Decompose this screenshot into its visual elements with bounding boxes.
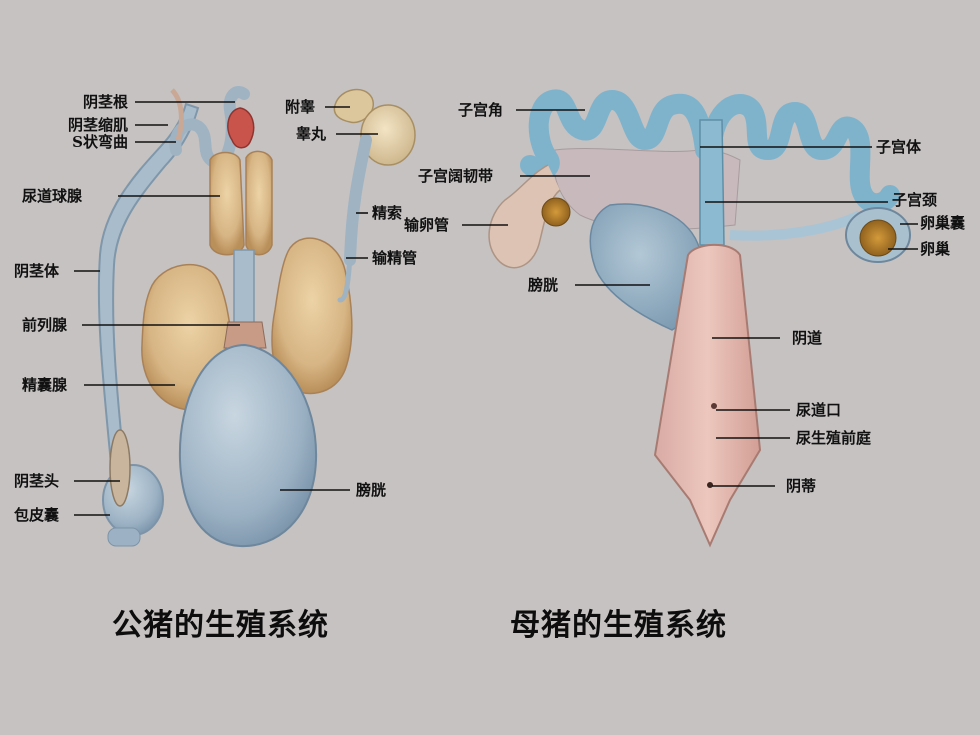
male-anatomy [97,86,416,548]
label-clitoris: 阴蒂 [786,477,817,495]
label-penis-root: 阴茎根 [82,93,128,111]
penis-tip-shape [107,527,141,547]
vas-deferens-shape [337,252,353,303]
leader-lines [74,101,918,516]
male-bladder-shape [178,343,318,548]
testis-shape [360,104,416,166]
label-urethral-orifice: 尿道口 [796,401,842,419]
bulbourethral-gland-right [245,150,273,256]
label-epididymis: 附睾 [285,98,316,116]
label-bulbourethral-gland: 尿道球腺 [22,187,83,205]
label-uterine-body: 子宫体 [876,138,922,156]
female-bladder-shape [589,203,702,331]
label-female-bladder: 膀胱 [528,276,559,294]
label-oviduct: 输卵管 [404,216,450,234]
female-anatomy [488,89,911,548]
seminal-vesicle-right [271,237,353,395]
spermatic-cord-shape [344,134,372,266]
uterine-horn-left [520,89,715,180]
penis-body-shape [97,102,200,512]
retractor-muscle-shape [170,88,184,141]
glans-shape [109,429,131,507]
label-male-bladder: 膀胱 [356,481,387,499]
oviduct-left [488,164,561,269]
bulbourethral-gland-left [209,151,245,256]
label-retractor-muscle: 阴茎缩肌 [67,116,128,134]
label-preputial-sac: 包皮囊 [14,506,60,524]
caption-male-system: 公猪的生殖系统 [112,608,329,643]
label-ovary: 卵巢 [920,240,951,258]
caption-female-system: 母猪的生殖系统 [510,608,727,643]
label-sigmoid-flexure: S状弯曲 [72,133,128,151]
penis-root-bulb [227,107,255,149]
label-vagina: 阴道 [792,329,823,347]
label-penis-body: 阴茎体 [14,262,60,280]
prostate-shape [223,321,267,349]
ovary-left [541,197,571,227]
label-glans: 阴茎头 [14,472,60,490]
ovarian-ligament-right [729,210,863,241]
label-ovarian-bursa: 卵巢囊 [920,214,966,232]
label-seminal-vesicle: 精囊腺 [22,376,68,394]
label-uterine-horn: 子宫角 [458,101,504,119]
label-cervix: 子宫颈 [892,191,938,209]
label-testis: 睾丸 [296,125,327,143]
ovary-right [859,219,897,257]
label-spermatic-cord: 精索 [372,204,403,222]
label-vas-deferens: 输精管 [372,249,418,267]
label-vestibule: 尿生殖前庭 [796,429,872,447]
urethral-orifice-dot [711,403,717,409]
clitoris-dot [707,482,713,488]
label-broad-ligament: 子宫阔韧带 [418,167,494,185]
uterine-horn-right [702,94,900,214]
label-prostate: 前列腺 [22,316,68,334]
uterine-body-shape [699,119,725,246]
broad-ligament-shape [553,148,741,230]
vagina-shape [653,243,762,548]
